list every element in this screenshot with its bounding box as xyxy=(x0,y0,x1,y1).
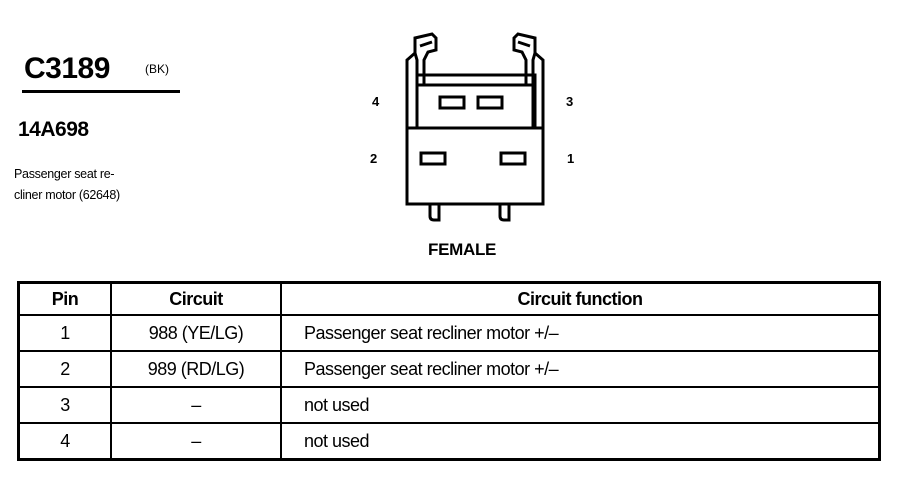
connector-color: (BK) xyxy=(145,62,169,76)
cell-circuit: – xyxy=(110,386,282,424)
terminal-3 xyxy=(476,95,504,110)
terminal-1 xyxy=(499,151,527,166)
header-pin: Pin xyxy=(17,281,112,316)
left-foot xyxy=(428,204,441,222)
cell-circuit: 988 (YE/LG) xyxy=(110,314,282,352)
cell-function: Passenger seat recliner motor +/– xyxy=(280,350,881,388)
cell-function: Passenger seat recliner motor +/– xyxy=(280,314,881,352)
table-header-row: Pin Circuit Circuit function xyxy=(17,281,881,316)
table-row: 3 – not used xyxy=(17,386,881,424)
right-latch xyxy=(531,50,545,150)
cell-function: not used xyxy=(280,422,881,461)
connector-id-underline xyxy=(22,90,180,93)
connector-upper-housing xyxy=(415,73,537,128)
table-row: 4 – not used xyxy=(17,422,881,461)
description-line-2: cliner motor (62648) xyxy=(14,188,120,202)
terminal-2 xyxy=(419,151,447,166)
cell-pin: 4 xyxy=(17,422,112,461)
pin-label-4: 4 xyxy=(372,94,380,109)
pin-label-3: 3 xyxy=(566,94,573,109)
terminal-4 xyxy=(438,95,466,110)
table-row: 1 988 (YE/LG) Passenger seat recliner mo… xyxy=(17,314,881,352)
right-foot xyxy=(498,204,511,222)
connector-gender: FEMALE xyxy=(428,240,497,259)
connector-outline xyxy=(405,32,545,222)
connector-id: C3189 xyxy=(24,52,110,85)
cell-pin: 1 xyxy=(17,314,112,352)
pin-label-2: 2 xyxy=(370,151,377,166)
cell-pin: 2 xyxy=(17,350,112,388)
connector-description: Passenger seat re- cliner motor (62648) xyxy=(14,164,194,206)
header-circuit: Circuit xyxy=(110,281,282,316)
table-row: 2 989 (RD/LG) Passenger seat recliner mo… xyxy=(17,350,881,388)
cell-circuit: – xyxy=(110,422,282,461)
connector-face-diagram: 4 3 2 1 xyxy=(370,32,574,222)
description-line-1: Passenger seat re- xyxy=(14,167,115,181)
connector-body xyxy=(405,126,545,206)
left-latch xyxy=(405,50,419,150)
pin-table: Pin Circuit Circuit function 1 988 (YE/L… xyxy=(17,281,881,461)
cell-function: not used xyxy=(280,386,881,424)
part-number: 14A698 xyxy=(18,118,89,141)
cell-circuit: 989 (RD/LG) xyxy=(110,350,282,388)
cell-pin: 3 xyxy=(17,386,112,424)
header-circuit-function: Circuit function xyxy=(280,281,881,316)
pin-label-1: 1 xyxy=(567,151,574,166)
